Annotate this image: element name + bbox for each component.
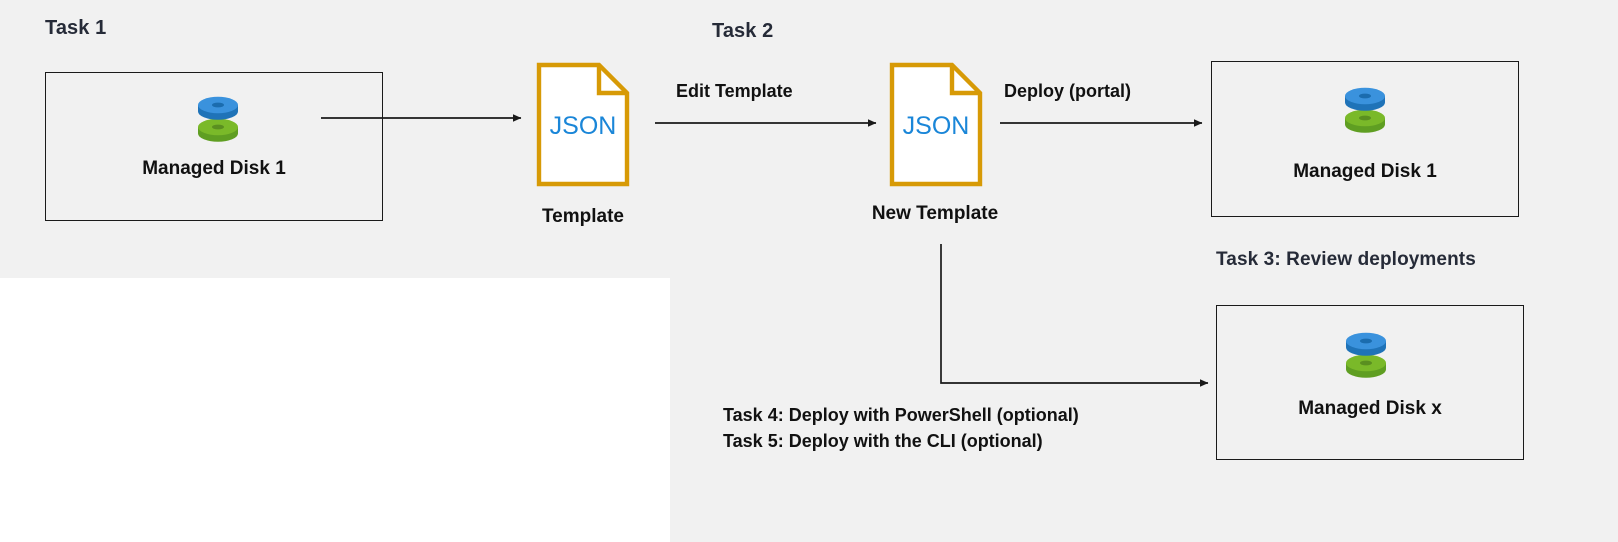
task5-label: Task 5: Deploy with the CLI (optional) <box>723 430 1043 451</box>
managed-disk-1-box-left <box>45 72 383 221</box>
optional-tasks-block: Task 4: Deploy with PowerShell (optional… <box>723 403 1079 454</box>
managed-disk-x-caption: Managed Disk x <box>1298 398 1442 419</box>
json-document-icon: JSON <box>889 62 983 187</box>
task3-label: Task 3: Review deployments <box>1216 249 1476 270</box>
managed-disk-1-caption-left: Managed Disk 1 <box>142 158 286 179</box>
managed-disk-icon <box>190 93 246 145</box>
task4-label: Task 4: Deploy with PowerShell (optional… <box>723 405 1079 425</box>
managed-disk-x-box <box>1216 305 1524 460</box>
edit-template-edge-label: Edit Template <box>676 81 793 101</box>
task2-label: Task 2 <box>712 20 774 42</box>
managed-disk-icon <box>1338 329 1394 381</box>
managed-disk-1-box-right <box>1211 61 1519 217</box>
task1-label: Task 1 <box>45 17 107 39</box>
json-document-icon: JSON <box>536 62 630 187</box>
new-template-caption: New Template <box>871 203 999 224</box>
json-doc-text: JSON <box>550 112 617 140</box>
managed-disk-icon <box>1337 84 1393 136</box>
deploy-portal-edge-label: Deploy (portal) <box>1004 81 1132 101</box>
json-doc-text: JSON <box>903 112 970 140</box>
managed-disk-1-caption-right: Managed Disk 1 <box>1293 161 1437 182</box>
template-caption: Template <box>541 206 624 227</box>
